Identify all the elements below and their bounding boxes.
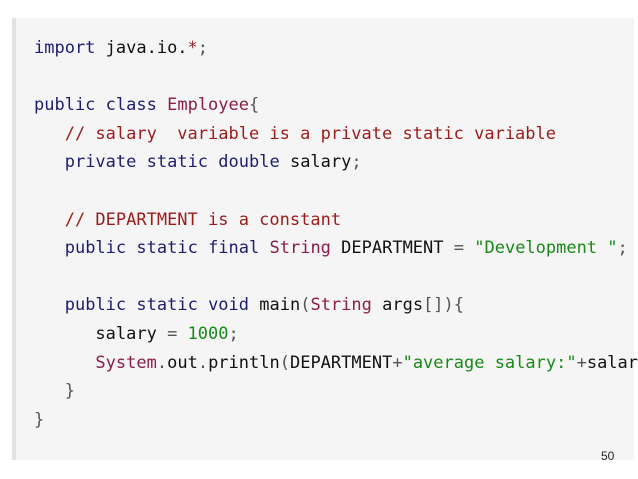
code-token <box>259 238 269 258</box>
code-token: public <box>64 238 127 259</box>
code-line: private static double salary; <box>34 148 638 177</box>
code-token: 1000 <box>187 323 229 344</box>
code-token: out <box>167 352 198 373</box>
code-token: static <box>136 238 198 259</box>
code-token: ; <box>351 152 362 173</box>
code-token: class <box>105 95 157 116</box>
code-token <box>34 210 65 230</box>
code-token: main <box>249 295 301 316</box>
code-block: import java.io.*; public class Employee{… <box>12 18 638 460</box>
code-token: ( <box>300 295 311 316</box>
code-line: System.out.println(DEPARTMENT+"average s… <box>34 349 638 378</box>
code-token <box>95 95 105 115</box>
code-token: void <box>208 295 250 316</box>
code-token <box>157 95 167 115</box>
code-token: = <box>453 238 464 259</box>
code-token: String <box>269 238 331 259</box>
code-token: } <box>34 409 45 430</box>
code-token: java.io. <box>95 38 188 58</box>
page-number: 50 <box>601 449 615 463</box>
code-token: "average salary:" <box>402 352 577 373</box>
code-token: . <box>156 352 168 373</box>
code-line: public static final String DEPARTMENT = … <box>34 234 638 263</box>
code-line <box>34 63 638 92</box>
code-lines: import java.io.*; public class Employee{… <box>34 34 638 434</box>
code-line: salary = 1000; <box>34 320 638 349</box>
code-token: String <box>310 295 372 316</box>
code-token: = <box>167 323 178 344</box>
code-token <box>198 238 208 258</box>
code-token: final <box>208 238 260 259</box>
code-token <box>34 353 95 373</box>
code-token: salary <box>279 152 352 173</box>
code-token: ; <box>197 38 209 58</box>
code-token: // salary variable is a private static v… <box>64 123 556 144</box>
code-line: // DEPARTMENT is a constant <box>34 206 638 235</box>
code-token <box>126 295 136 315</box>
code-token: static <box>136 295 198 316</box>
code-token: private <box>64 152 137 173</box>
code-token <box>34 124 65 144</box>
code-token <box>198 295 208 315</box>
code-token <box>34 295 65 315</box>
code-token <box>177 324 187 344</box>
code-token: { <box>249 95 260 116</box>
code-token: Employee <box>167 95 249 116</box>
code-token <box>208 152 218 172</box>
code-token: ; <box>617 238 628 259</box>
code-token: println <box>208 352 280 373</box>
code-token: args <box>371 295 424 316</box>
code-line: public static void main(String args[]){ <box>34 291 638 320</box>
code-token: static <box>146 152 209 173</box>
code-line: import java.io.*; <box>34 34 638 63</box>
code-token: import <box>34 38 96 58</box>
code-token: DEPARTMENT <box>330 238 454 259</box>
code-token: ( <box>279 352 290 373</box>
code-token <box>464 238 474 258</box>
code-token: public <box>64 295 127 316</box>
code-token: double <box>218 152 280 173</box>
code-token: System <box>95 352 157 373</box>
code-token <box>34 152 65 172</box>
code-token <box>34 238 65 258</box>
code-line: } <box>34 377 638 406</box>
code-token: public <box>34 95 96 116</box>
code-token <box>34 381 65 401</box>
code-token: []){ <box>423 295 465 316</box>
code-token: // DEPARTMENT is a constant <box>64 209 342 230</box>
code-line: public class Employee{ <box>34 91 638 120</box>
code-token: DEPARTMENT <box>289 352 393 373</box>
code-token: "Development " <box>474 238 618 259</box>
code-token: } <box>64 381 75 402</box>
code-line <box>34 263 638 292</box>
code-token: ; <box>228 323 239 344</box>
code-token: + <box>576 352 587 373</box>
code-token: * <box>187 38 198 58</box>
code-token: salary <box>34 323 168 344</box>
code-line <box>34 177 638 206</box>
code-token: salary <box>586 352 638 373</box>
code-token: + <box>392 352 403 373</box>
code-token <box>136 152 146 172</box>
code-token <box>126 238 136 258</box>
code-token: . <box>197 352 209 373</box>
code-line: // salary variable is a private static v… <box>34 120 638 149</box>
code-line: } <box>34 406 638 435</box>
